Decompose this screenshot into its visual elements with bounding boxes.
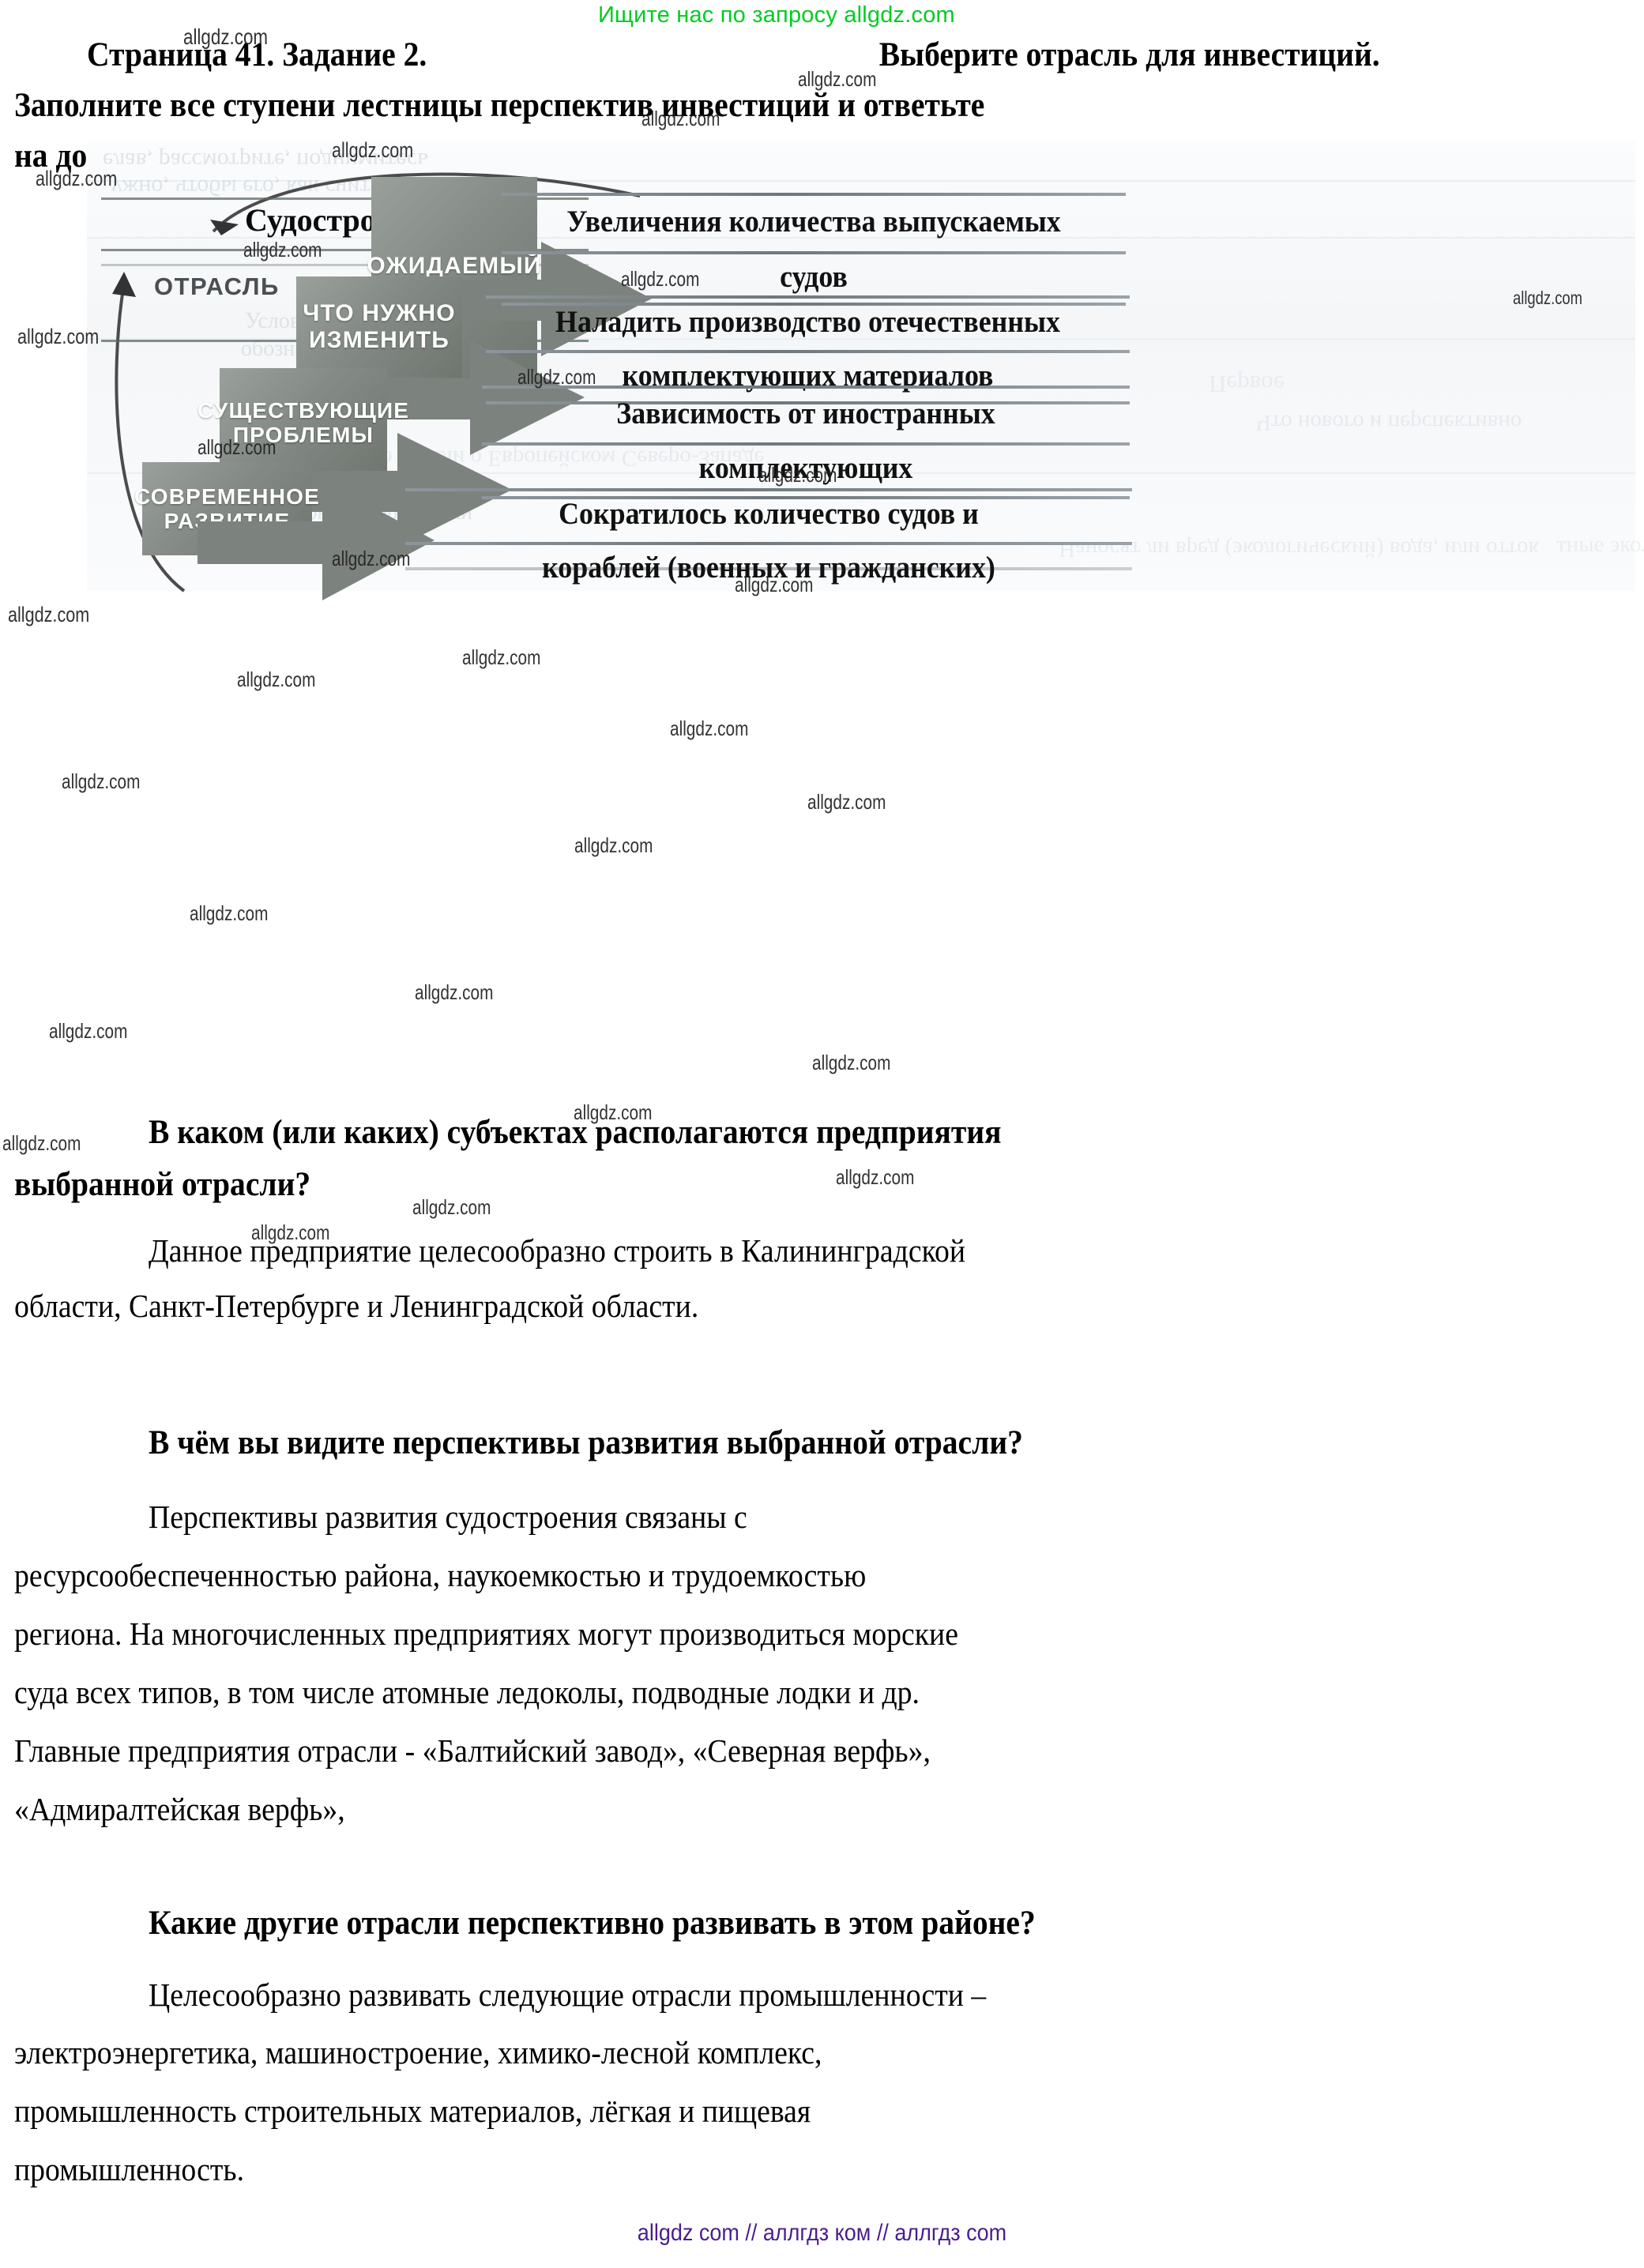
watermark-25: allgdz.com bbox=[574, 1100, 653, 1124]
watermark-13: allgdz.com bbox=[735, 573, 814, 596]
watermark-7: allgdz.com bbox=[1513, 288, 1582, 308]
step-arrow-1 bbox=[423, 242, 652, 356]
ghost-text: Наносят ли вред (экологический) вода, ил… bbox=[1059, 536, 1540, 562]
watermark-12: allgdz.com bbox=[332, 547, 411, 570]
watermark-27: allgdz.com bbox=[836, 1165, 915, 1189]
answer-1-line2: области, Санкт-Петербурге и Ленинградско… bbox=[14, 1288, 699, 1324]
answer-current-development-l1: Сократилось количество судов и bbox=[559, 497, 979, 531]
answer-expected-result-l1: Увеличения количества выпускаемых bbox=[566, 205, 1061, 239]
answer-3-line4: промышленность. bbox=[14, 2151, 245, 2187]
ghost-rule bbox=[87, 237, 1635, 239]
answer-rule bbox=[502, 193, 1126, 196]
watermark-2: allgdz.com bbox=[641, 107, 720, 130]
watermark-5: allgdz.com bbox=[243, 238, 322, 261]
answer-rule bbox=[482, 496, 1130, 499]
answer-rule bbox=[502, 251, 1126, 254]
step-arrow-2 bbox=[348, 340, 585, 455]
ghost-rule bbox=[87, 338, 1635, 340]
answer-what-to-change-l1: Наладить производство отечественных bbox=[555, 305, 1060, 339]
answer-2-line4: суда всех типов, в том числе атомные лед… bbox=[14, 1674, 920, 1710]
answer-rule bbox=[405, 542, 1132, 545]
footer-branding: allgdz com // аллгдз ком // аллгдз com bbox=[637, 2220, 1007, 2246]
task-number: Страница 41. Задание 2. bbox=[87, 36, 427, 73]
question-3-line1: Какие другие отрасли перспективно развив… bbox=[149, 1905, 1036, 1942]
watermark-23: allgdz.com bbox=[49, 1019, 128, 1043]
answer-3-line2: электроэнергетика, машиностроение, химик… bbox=[14, 2034, 822, 2071]
answer-2-line6: «Адмиралтейская верфь», bbox=[14, 1791, 345, 1827]
answer-2-line2: ресурсообеспеченностью района, наукоемко… bbox=[14, 1557, 867, 1593]
watermark-29: allgdz.com bbox=[251, 1221, 330, 1244]
answer-expected-result-l2: судов bbox=[780, 260, 848, 294]
watermark-21: allgdz.com bbox=[190, 901, 269, 925]
watermark-19: allgdz.com bbox=[807, 790, 886, 814]
watermark-18: allgdz.com bbox=[62, 769, 141, 793]
watermark-3: allgdz.com bbox=[332, 138, 414, 162]
step-arrow-4 bbox=[198, 480, 435, 600]
industry-caption: ОТРАСЛЬ bbox=[154, 273, 280, 300]
question-1-line1: В каком (или каких) субъектах располагаю… bbox=[149, 1115, 1375, 1149]
answer-2-line1: Перспективы развития судостроения связан… bbox=[149, 1499, 747, 1535]
answer-existing-problems-l1: Зависимость от иностранных bbox=[616, 397, 995, 431]
watermark-15: allgdz.com bbox=[462, 645, 541, 669]
watermark-28: allgdz.com bbox=[412, 1195, 491, 1219]
page-task-line1: Страница 41. Задание 2. Выберите отрасль … bbox=[87, 38, 1380, 72]
answer-2-line3: региона. На многочисленных предприятиях … bbox=[14, 1615, 958, 1652]
watermark-20: allgdz.com bbox=[574, 833, 653, 857]
investment-ladder-diagram: елав, рассмотрите, поднимитесь ужно, что… bbox=[87, 141, 1644, 600]
ghost-rule bbox=[87, 180, 1635, 182]
answer-rule bbox=[405, 488, 1132, 491]
watermark-4: allgdz.com bbox=[36, 167, 118, 190]
promo-banner: Ищите нас по запросу allgdz.com bbox=[598, 2, 955, 28]
feedback-arrow-top bbox=[210, 172, 641, 235]
watermark-1: allgdz.com bbox=[798, 67, 877, 91]
question-2-line1: В чём вы видите перспективы развития выб… bbox=[149, 1424, 1023, 1461]
watermark-6: allgdz.com bbox=[621, 267, 700, 291]
answer-rule bbox=[486, 295, 1130, 299]
watermark-0: allgdz.com bbox=[183, 24, 269, 49]
answer-rule bbox=[486, 401, 1130, 404]
ghost-rule bbox=[87, 472, 1635, 474]
industry-rule-top bbox=[101, 197, 589, 200]
answer-rule bbox=[482, 386, 1130, 389]
answer-1-line1: Данное предприятие целесообразно строить… bbox=[149, 1232, 966, 1269]
ghost-text: Первое bbox=[1209, 370, 1285, 398]
answer-current-development-l2: кораблей (военных и гражданских) bbox=[542, 551, 995, 585]
task-prompt: Выберите отрасль для инвестиций. bbox=[878, 36, 1380, 73]
question-1-line2: выбранной отрасли? bbox=[14, 1166, 311, 1203]
answer-2-line5: Главные предприятия отрасли - «Балтийски… bbox=[14, 1732, 931, 1769]
answer-3-line3: промышленность строительных материалов, … bbox=[14, 2093, 811, 2129]
watermark-17: allgdz.com bbox=[670, 717, 749, 740]
question-1-text: В каком (или каких) субъектах располагаю… bbox=[149, 1114, 1002, 1151]
ghost-text: тные экологические с bbox=[1556, 532, 1644, 557]
industry-rule-bottom bbox=[101, 264, 589, 266]
feedback-arrow-left bbox=[112, 272, 186, 592]
watermark-16: allgdz.com bbox=[237, 668, 316, 691]
step-arrow-3 bbox=[275, 433, 512, 547]
answer-rule bbox=[405, 567, 1132, 570]
watermark-8: allgdz.com bbox=[17, 325, 100, 348]
step-box-existing-problems: СУЩЕСТВУЮЩИЕ ПРОБЛЕМЫ bbox=[198, 368, 408, 477]
watermark-9: allgdz.com bbox=[517, 365, 596, 389]
watermark-11: allgdz.com bbox=[758, 463, 837, 487]
answer-rule bbox=[486, 350, 1130, 353]
watermark-10: allgdz.com bbox=[198, 435, 277, 459]
industry-rule-mid bbox=[101, 249, 589, 251]
answer-rule bbox=[482, 442, 1130, 446]
answer-existing-problems-l2: комплектующих bbox=[698, 451, 913, 485]
page-task-line2: Заполните все ступени лестницы перспекти… bbox=[14, 87, 985, 124]
step-box-what-to-change: ЧТО НУЖНО ИЗМЕНИТЬ bbox=[296, 276, 462, 378]
answer-rule bbox=[502, 303, 1126, 306]
answer-3-line1: Целесообразно развивать следующие отрасл… bbox=[149, 1977, 987, 2013]
watermark-14: allgdz.com bbox=[8, 603, 90, 626]
watermark-26: allgdz.com bbox=[2, 1131, 81, 1155]
watermark-22: allgdz.com bbox=[415, 980, 494, 1004]
watermark-24: allgdz.com bbox=[812, 1051, 891, 1074]
ghost-text: Что нового и перспективно bbox=[1256, 410, 1522, 435]
